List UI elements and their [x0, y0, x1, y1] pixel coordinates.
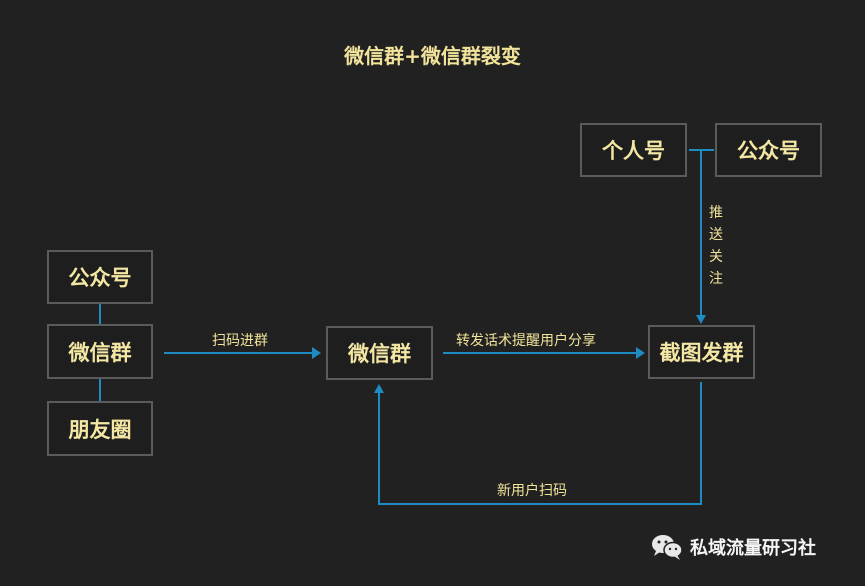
arrow-share	[443, 352, 638, 354]
node-moments: 朋友圈	[47, 401, 153, 456]
wechat-icon	[652, 535, 683, 560]
watermark-label: 私域流量研习社	[690, 538, 816, 559]
label-share: 转发话术提醒用户分享	[456, 333, 596, 349]
node-wechat-group-left: 微信群	[47, 324, 153, 379]
arrowhead-icon	[312, 347, 321, 359]
arrowhead-icon	[374, 384, 384, 393]
loop-line-bottom	[378, 503, 702, 505]
arrowhead-icon	[636, 347, 645, 359]
label-new-user-scan: 新用户扫码	[497, 483, 567, 499]
loop-line-right	[700, 382, 702, 505]
node-screenshot-share: 截图发群	[648, 325, 755, 379]
loop-line-left	[378, 393, 380, 505]
node-official-account-left: 公众号	[47, 250, 153, 304]
arrow-push-follow	[700, 150, 702, 317]
node-wechat-group-center: 微信群	[326, 326, 433, 380]
connector-line	[99, 379, 101, 401]
label-scan-join: 扫码进群	[212, 333, 268, 349]
arrowhead-icon	[696, 315, 706, 324]
diagram-title: 微信群+微信群裂变	[344, 44, 521, 68]
node-official-account-top: 公众号	[715, 123, 822, 177]
node-personal-account: 个人号	[580, 123, 687, 177]
arrow-scan-join	[164, 352, 314, 354]
watermark: 私域流量研习社	[650, 533, 816, 561]
label-push-follow: 推送关注	[709, 205, 723, 287]
connector-line	[99, 304, 101, 324]
